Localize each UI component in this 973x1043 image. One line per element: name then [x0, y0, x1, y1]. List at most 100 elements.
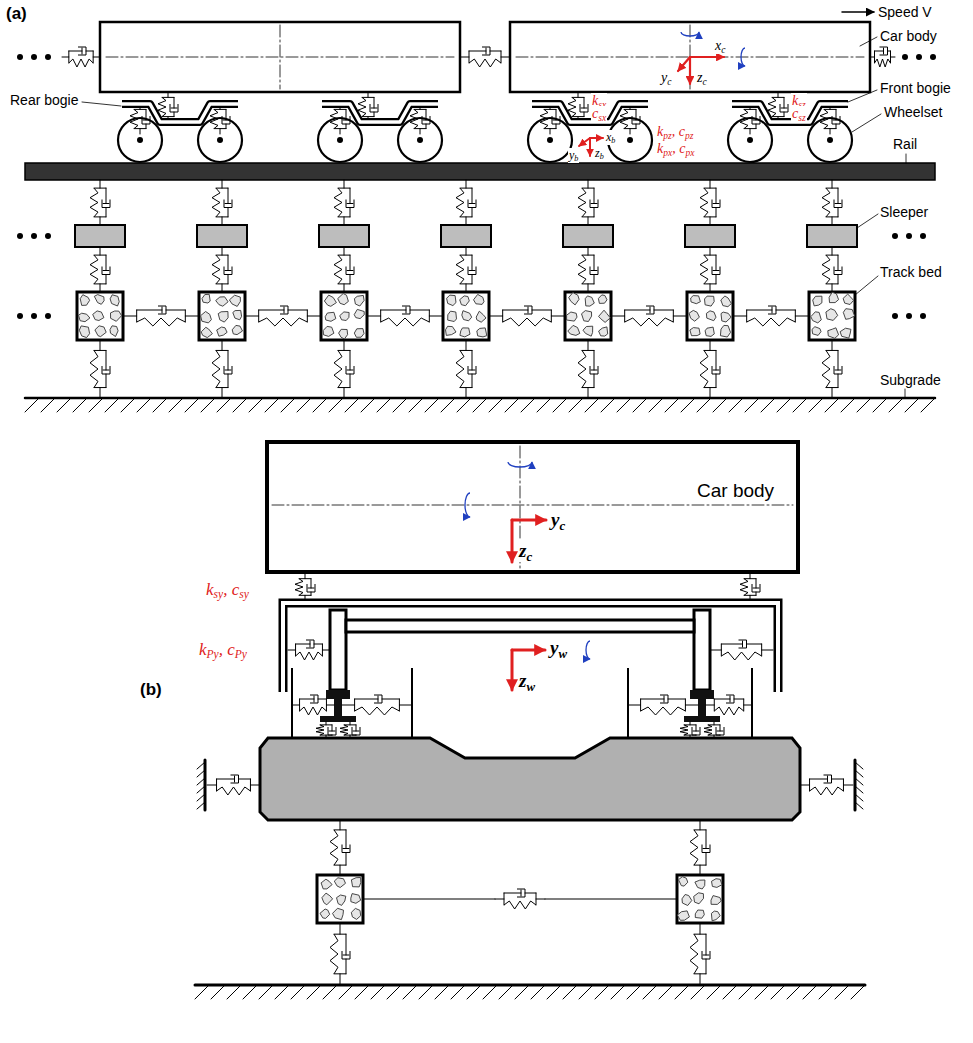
ground-hatch: [681, 398, 695, 412]
damper-rod: [756, 109, 757, 120]
damper-rod: [721, 644, 742, 645]
ground-hatch: [537, 398, 551, 412]
damper-rod: [532, 310, 551, 311]
suspension-link: [340, 923, 341, 934]
link-line: [363, 898, 495, 899]
ground-hatch: [819, 985, 833, 999]
sleeper: [685, 225, 735, 247]
damper-rod: [784, 112, 785, 117]
suspension-link: [344, 247, 345, 255]
damper-rod: [146, 109, 147, 120]
spring-coil: [90, 188, 98, 217]
ballast-stone: [583, 326, 593, 336]
damper-piston: [835, 203, 841, 204]
damper-piston: [347, 203, 353, 204]
damper-piston: [103, 203, 109, 204]
ballast-stone: [320, 909, 330, 918]
ground-hatch: [809, 398, 823, 412]
damper-cylinder: [834, 267, 842, 275]
suspension-bar: [216, 255, 228, 256]
spring-coil: [217, 787, 251, 795]
damper-rod: [810, 779, 828, 780]
suspension-link: [588, 180, 589, 188]
ground-hatch: [435, 985, 449, 999]
damper-piston: [713, 203, 719, 204]
suspension-link: [706, 705, 714, 706]
damper-rod: [374, 97, 375, 108]
continuation-dot: [31, 313, 37, 319]
ballast-stone: [216, 297, 228, 306]
damper-cylinder: [231, 775, 239, 783]
suspension-link: [185, 316, 199, 317]
damper-cylinder: [780, 104, 788, 112]
damper-rod: [706, 830, 707, 849]
spring-coil: [456, 350, 464, 387]
damper-rod: [838, 374, 839, 388]
continuation-dot: [17, 54, 23, 60]
ground-hatch: [745, 398, 759, 412]
spring-coil: [212, 350, 220, 387]
suspension-bar: [460, 188, 472, 189]
spring-coil: [90, 350, 98, 387]
suspension-link: [832, 340, 833, 350]
ballast-stone: [340, 312, 349, 321]
ground-hatch: [617, 398, 631, 412]
damper-cylinder: [78, 47, 86, 55]
damper-cylinder: [726, 695, 734, 703]
spring-coil: [620, 109, 628, 128]
damper-piston: [772, 307, 773, 313]
ground-hatch: [601, 398, 615, 412]
damper-piston: [553, 120, 559, 121]
ground-hatch: [57, 398, 71, 412]
continuation-dot: [45, 313, 51, 319]
continuation-dot: [17, 313, 23, 319]
damper-piston: [717, 731, 723, 732]
damper-cylinder: [716, 727, 724, 735]
ground-hatch: [841, 398, 855, 412]
damper-rod: [838, 255, 839, 270]
spring-coil: [747, 318, 796, 326]
link-line: [545, 898, 677, 899]
suspension-link: [870, 57, 875, 58]
center-line: [272, 505, 793, 506]
damper-piston: [835, 270, 841, 271]
car-body-box: [100, 22, 460, 92]
suspension-bar: [704, 188, 716, 189]
part-name: Track bed: [880, 264, 942, 280]
subscript: c: [526, 549, 532, 564]
ballast-stone: [679, 877, 688, 886]
damper-cylinder: [590, 267, 598, 275]
subscript: c: [721, 45, 725, 55]
ballast-stone: [811, 312, 822, 323]
suspension-link: [800, 785, 810, 786]
ground-hatch: [595, 985, 609, 999]
ballast-stone: [690, 328, 700, 336]
ground-hatch: [723, 985, 737, 999]
ground-hatch: [643, 985, 657, 999]
damper-rod: [836, 109, 837, 120]
wheel-axle: [627, 137, 633, 143]
damper-rod: [668, 699, 685, 700]
damper-rod: [594, 208, 595, 217]
suspension-link: [578, 92, 579, 97]
spring-coil: [334, 255, 342, 284]
wall-hatch: [197, 762, 205, 769]
suspension-link: [62, 57, 69, 58]
leader-line: [855, 276, 878, 295]
suspension-bar: [162, 97, 174, 98]
leader-line: [906, 154, 907, 163]
damper-cylinder: [224, 267, 232, 275]
wall-hatch: [197, 770, 205, 777]
damper-piston: [162, 307, 163, 313]
axis-label: xc: [714, 38, 726, 54]
ballast-stone: [677, 911, 689, 920]
ballast-stone: [812, 327, 821, 336]
damper-rod: [69, 51, 82, 52]
stiffness-label: ksy, csy: [205, 580, 250, 600]
suspension-link: [778, 92, 779, 97]
track-bed-block: [317, 875, 363, 923]
ground-hatch: [659, 985, 673, 999]
ballast-stone: [460, 296, 470, 306]
spring-coil: [340, 725, 348, 735]
